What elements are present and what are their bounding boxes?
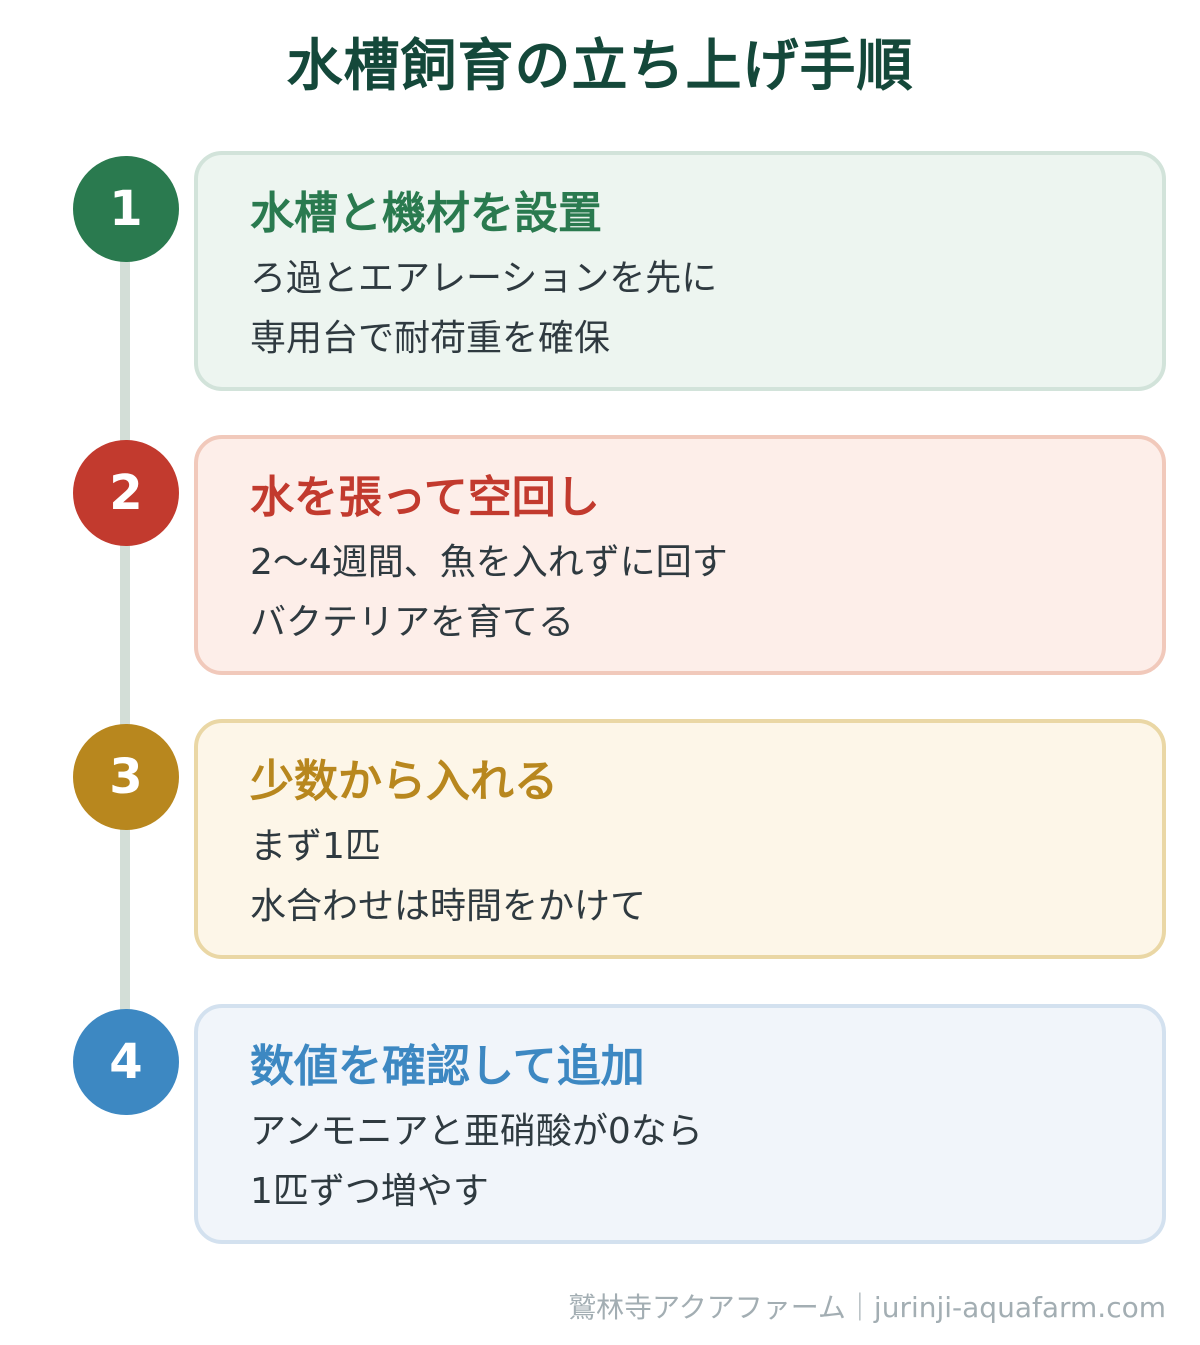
step-title: 水槽と機材を設置 <box>250 188 602 239</box>
step-description-line: バクテリアを育てる <box>250 602 575 643</box>
step-number-badge-4: 4 <box>73 1009 179 1115</box>
step-title: 水を張って空回し <box>250 472 600 523</box>
step-number-badge-3: 3 <box>73 724 179 830</box>
step-description-line: 専用台で耐荷重を確保 <box>250 318 611 359</box>
step-description-line: アンモニアと亜硝酸が0なら <box>250 1111 703 1152</box>
step-description-line: ろ過とエアレーションを先に <box>250 258 718 299</box>
step-card-2: 水を張って空回し 2〜4週間、魚を入れずに回す バクテリアを育てる <box>194 435 1166 675</box>
step-title: 数値を確認して追加 <box>250 1041 645 1092</box>
step-description-line: 2〜4週間、魚を入れずに回す <box>250 542 728 583</box>
step-card-1: 水槽と機材を設置 ろ過とエアレーションを先に 専用台で耐荷重を確保 <box>194 151 1166 391</box>
step-description-line: 1匹ずつ増やす <box>250 1171 489 1212</box>
footer-credit: 鷲林寺アクアファーム｜jurinji-aquafarm.com <box>568 1291 1166 1324</box>
step-number-badge-2: 2 <box>73 440 179 546</box>
step-card-4: 数値を確認して追加 アンモニアと亜硝酸が0なら 1匹ずつ増やす <box>194 1004 1166 1244</box>
timeline-line <box>120 210 130 1065</box>
step-description-line: 水合わせは時間をかけて <box>250 886 647 927</box>
step-description-line: まず1匹 <box>250 826 381 867</box>
step-card-3: 少数から入れる まず1匹 水合わせは時間をかけて <box>194 719 1166 959</box>
page-title: 水槽飼育の立ち上げ手順 <box>286 34 914 99</box>
step-title: 少数から入れる <box>250 756 558 807</box>
step-number-badge-1: 1 <box>73 156 179 262</box>
